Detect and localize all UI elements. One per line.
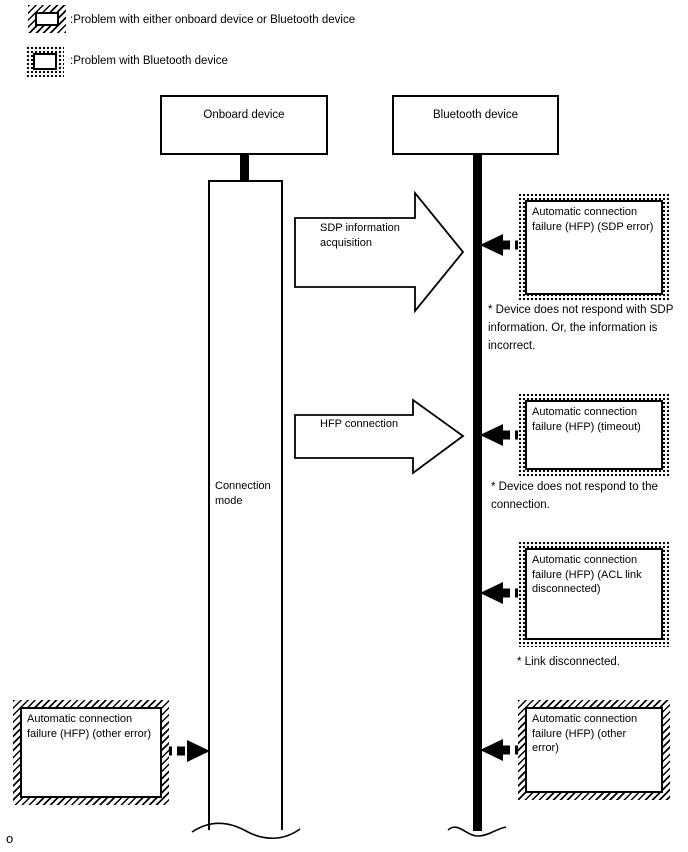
- hfp-connection-label: HFP connection: [320, 418, 399, 430]
- dashed-arrow-other-error-right: [480, 739, 520, 761]
- sdp-acquisition-arrow: [294, 191, 465, 313]
- connection-mode-label: Connection mode: [215, 480, 271, 507]
- legend-label-bluetooth-device: :Problem with Bluetooth device: [70, 55, 228, 67]
- failure-box-text: Automatic connection failure (HFP) (ACL …: [525, 548, 663, 640]
- dashed-arrow-timeout: [480, 424, 520, 446]
- bluetooth-device-box: Bluetooth device: [392, 95, 559, 155]
- failure-box-acl-disconnect: Automatic connection failure (HFP) (ACL …: [518, 541, 670, 647]
- failure-box-other-error-left: Automatic connection failure (HFP) (othe…: [13, 700, 169, 805]
- footer-page-char: o: [6, 831, 14, 846]
- bluetooth-line-break-wave: [447, 826, 507, 837]
- connection-bar-break-wave: [191, 822, 301, 840]
- dashed-arrow-sdp-error: [480, 234, 520, 256]
- note-acl-disconnect: * Link disconnected.: [517, 656, 620, 668]
- failure-box-text: Automatic connection failure (HFP) (othe…: [20, 707, 162, 798]
- legend-diagonal-hatch-swatch: [28, 5, 66, 33]
- onboard-connector-line: [240, 155, 249, 181]
- failure-box-text: Automatic connection failure (HFP) (othe…: [525, 707, 663, 793]
- failure-box-text: Automatic connection failure (HFP) (time…: [525, 400, 663, 470]
- dashed-arrow-other-error-left: [164, 740, 210, 762]
- failure-box-text: Automatic connection failure (HFP) (SDP …: [525, 200, 663, 295]
- onboard-device-box: Onboard device: [160, 95, 328, 155]
- note-sdp-error: * Device does not respond with SDP infor…: [488, 304, 674, 352]
- legend-swatch-inner: [33, 53, 57, 70]
- sdp-acquisition-label: SDP information acquisition: [320, 222, 400, 249]
- dashed-arrow-acl-disconnect: [480, 582, 520, 604]
- hfp-connection-arrow: [294, 398, 465, 475]
- failure-box-sdp-error: Automatic connection failure (HFP) (SDP …: [518, 193, 670, 302]
- failure-box-other-error-right: Automatic connection failure (HFP) (othe…: [518, 700, 670, 800]
- legend-swatch-inner: [35, 12, 59, 26]
- legend-label-either-device: :Problem with either onboard device or B…: [70, 14, 356, 26]
- failure-box-timeout: Automatic connection failure (HFP) (time…: [518, 393, 670, 477]
- connection-mode-bar: [208, 180, 283, 830]
- legend-dotted-hatch-swatch: [26, 46, 64, 77]
- note-timeout: * Device does not respond to the connect…: [491, 481, 658, 511]
- bluetooth-lifeline: [473, 155, 482, 831]
